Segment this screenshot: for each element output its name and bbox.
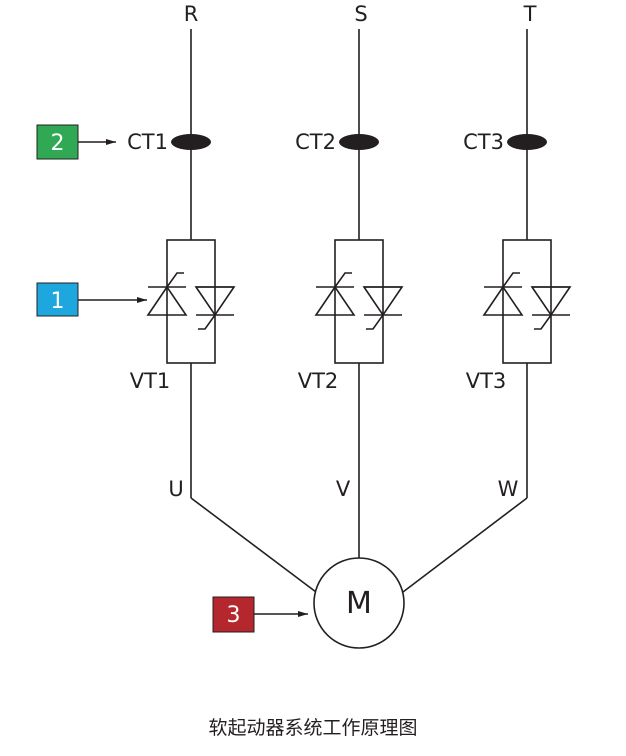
- callout-badge-3: [212, 596, 255, 633]
- callout-1: 1: [36, 282, 147, 317]
- line-label-r: R: [184, 2, 199, 26]
- callout-number-3: 3: [227, 603, 241, 628]
- callout-3: 3: [212, 596, 308, 633]
- ct-label-2: CT2: [295, 130, 336, 154]
- out-label-v: V: [336, 477, 351, 501]
- thyristor-module-vt2: [314, 239, 404, 364]
- line-label-t: T: [523, 2, 537, 26]
- ct-label-1: CT1: [127, 130, 168, 154]
- motor: M: [313, 557, 405, 649]
- thyristor-module-vt3: [482, 239, 572, 364]
- phase-r: R CT1 VT1 U: [127, 2, 317, 593]
- phase-s: S CT2 VT2 V: [295, 2, 404, 559]
- wire-w-motor: [402, 497, 528, 593]
- callout-badge-2: [36, 124, 79, 160]
- vt-label-1: VT1: [130, 369, 171, 393]
- callout-2: 2: [36, 124, 116, 160]
- phase-t: T CT3 VT3 W: [402, 2, 572, 593]
- line-label-s: S: [354, 2, 367, 26]
- vt-label-2: VT2: [298, 369, 339, 393]
- out-label-u: U: [168, 477, 183, 501]
- ct-label-3: CT3: [463, 130, 504, 154]
- vt-label-3: VT3: [466, 369, 507, 393]
- motor-circle: [313, 557, 405, 649]
- callout-number-1: 1: [51, 289, 65, 314]
- current-transformer-ct1: [171, 134, 211, 150]
- motor-label: M: [346, 586, 372, 621]
- current-transformer-ct2: [339, 134, 379, 150]
- thyristor-module-vt1: [146, 239, 236, 364]
- callout-number-2: 2: [51, 131, 65, 156]
- out-label-w: W: [498, 477, 519, 501]
- current-transformer-ct3: [507, 134, 547, 150]
- diagram-caption: 软起动器系统工作原理图: [208, 717, 418, 739]
- wire-u-motor: [190, 497, 317, 593]
